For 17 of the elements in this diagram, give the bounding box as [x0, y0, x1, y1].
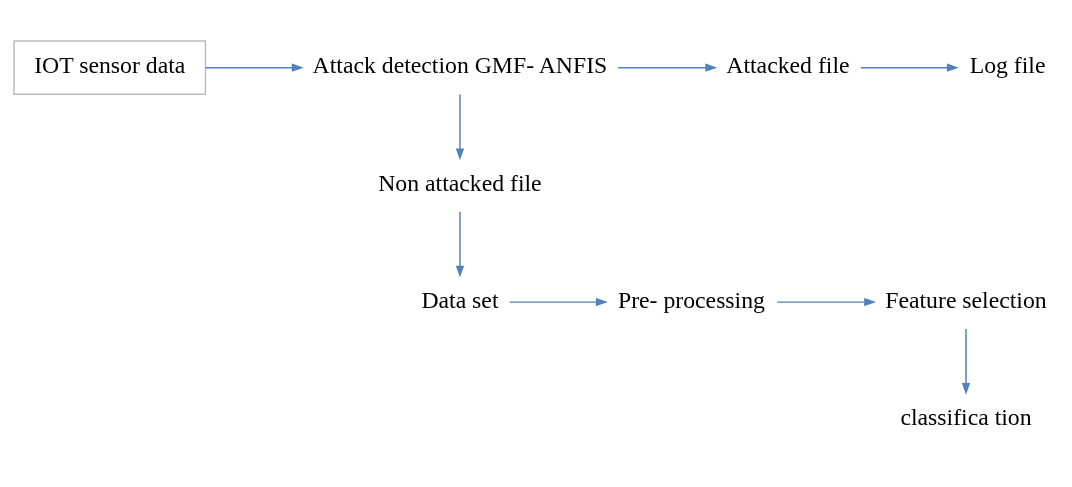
- arrow: [776, 297, 877, 307]
- arrow: [961, 328, 971, 395]
- arrow: [508, 297, 608, 307]
- node-text: classifica tion: [900, 403, 1032, 430]
- node-text: Non attacked file: [378, 169, 542, 196]
- node-text: Pre- processing: [617, 286, 765, 313]
- node-text: Attacked file: [726, 52, 850, 79]
- node-text: Data set: [421, 286, 499, 313]
- arrow: [204, 63, 304, 72]
- node-text: Feature selection: [885, 286, 1047, 313]
- node-box: IOT sensor data: [13, 40, 207, 96]
- arrow: [455, 211, 465, 278]
- arrow: [617, 63, 718, 72]
- node-text: Attack detection GMF- ANFIS: [312, 52, 608, 79]
- node-text: Log file: [969, 52, 1046, 79]
- arrow: [455, 93, 465, 161]
- arrow: [860, 63, 959, 72]
